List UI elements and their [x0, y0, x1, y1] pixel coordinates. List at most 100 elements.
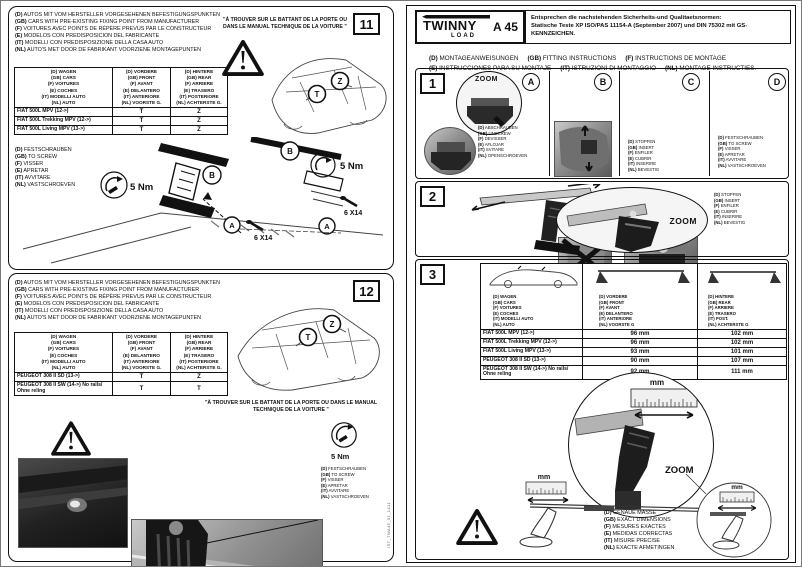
- lang-line: (E) DELANTERO: [123, 352, 160, 358]
- table-header-cars: (D) WAGEN(GB) CARS(F) VOITURES(E) COCHES…: [14, 66, 113, 109]
- lang-line: (IT) POST.: [708, 316, 729, 322]
- lang-line: (IT) ANTERIORE: [599, 316, 633, 322]
- step-3-box: 3 (D) WAGEN(GB) CARS(F) VOITURES(E) COCH…: [415, 259, 789, 560]
- doc-id: IST_TWA45_01_1411: [386, 502, 391, 548]
- table-row: FIAT 500L Living MPV (13->) T Z: [14, 125, 228, 136]
- lang-line: (IT) MODELLI AUTO: [493, 316, 534, 322]
- model-cell: PEUGEOT 308 II SW (14->) No rails/ Ohne …: [480, 364, 583, 380]
- lang-line: (D) FESTSCHRAUBEN: [718, 135, 764, 140]
- dimensions-table: (D) WAGEN(GB) CARS(F) VOITURES(E) COCHES…: [480, 263, 787, 380]
- lang-line: (GB) CARS: [51, 75, 76, 81]
- lang-line: (F) DEVISSER: [478, 136, 507, 142]
- lang-line: (NL) ACHTERSTE G.: [176, 100, 222, 106]
- lang-line: (NL) ACHTERSTE G: [708, 321, 749, 327]
- lang-line: (IT) ANTERIORE: [123, 358, 160, 364]
- door-note: "À TROUVER SUR LE BATTANT DE LA PORTE OU…: [204, 400, 378, 413]
- d-marker: D: [768, 73, 786, 91]
- fitting-instructions-line-1: (D) MONTAGEANWEISUNGEN(GB) FITTING INSTR…: [429, 47, 789, 65]
- lang-line: (D) HINTERE: [184, 334, 214, 339]
- lang-line: (IT) ANTERIORE: [123, 93, 160, 99]
- t-marker: T: [306, 333, 311, 342]
- lang-line: (NL) VOORSTE G.: [121, 365, 162, 371]
- rear-dim-cell: 102 mm: [697, 337, 787, 348]
- table-header-front: (D) VORDERE(GB) FRONT(F) AVANT(E) DELANT…: [112, 331, 171, 374]
- warning-triangle-icon: [456, 508, 498, 546]
- lang-line: (F) INSTRUCTIONS DE MONTAGE: [625, 55, 726, 62]
- b-marker: B: [594, 73, 612, 91]
- table-header-cars: (D) WAGEN(GB) CARS(F) VOITURES(E) COCHES…: [14, 331, 113, 374]
- table-header-front: (D) VORDERE(GB) FRONT(F) AVANT(E) DELANT…: [112, 66, 171, 109]
- lang-line: (IT) INSERIRE: [714, 214, 743, 220]
- lang-line: (NL) VOORSTE G.: [121, 100, 162, 106]
- table-row: PEUGEOT 308 II SD (13->) T Z: [14, 372, 228, 383]
- header-car-labels: (D) WAGEN(GB) CARS(F) VOITURES(E) COCHES…: [483, 294, 580, 328]
- screw-size-label: 6 X14: [344, 210, 362, 217]
- lang-line: (E) DELANTERO: [599, 310, 633, 316]
- lang-line: (GB) REAR: [708, 299, 731, 305]
- lang-line: (GB) FRONT: [127, 75, 156, 81]
- lang-line: (NL) EXACTE AFMETINGEN: [604, 545, 675, 551]
- t-marker: T: [315, 90, 320, 99]
- table-header-rear: (D) HINTERE(GB) REAR(F) ARRIERE(E) TRASE…: [697, 263, 787, 330]
- lang-line: (E) MODELOS CON PREDISPOSICION DEL FABRI…: [15, 301, 160, 307]
- lang-line: (IT) AVVITARE: [718, 157, 747, 163]
- a-marker: A: [324, 222, 330, 231]
- lang-line: (NL) AUTO'S MET DOOR DE FABRIKANT VOORZI…: [15, 47, 202, 53]
- lang-line: (F) ARRIERE: [708, 305, 734, 311]
- lang-line: (D) ABSCHRAUBEN: [478, 125, 518, 130]
- lang-line: (NL) AUTO: [493, 321, 515, 327]
- lang-line: (NL) AUTO'S MET DOOR DE FABRIKANT VOORZI…: [15, 315, 202, 321]
- norms-box: Entsprechen die nachstehenden Sicherheit…: [525, 10, 791, 44]
- header-front-labels: (D) VORDERE(GB) FRONT(F) AVANT(E) DELANT…: [585, 294, 695, 328]
- lang-line: (GB) INSERT: [628, 144, 655, 150]
- model-cell: FIAT 500L Living MPV (13->): [480, 346, 583, 357]
- rear-dim-cell: 102 mm: [697, 328, 787, 339]
- lang-line: (F) VISSER: [15, 161, 44, 167]
- mm-label: mm: [731, 484, 743, 491]
- lang-line: (GB) TO SCREW: [718, 140, 752, 146]
- screw-note: (D) FESTSCHRAUBEN(GB) TO SCREW(F) VISSER…: [321, 466, 391, 500]
- dims-note: (D) GENAUE MASSE(GB) EXACT DIMENSIONS(F)…: [604, 510, 724, 552]
- a-marker: A: [229, 221, 235, 230]
- warning-triangle-icon: [222, 38, 264, 78]
- table-header-rear: (D) HINTERE(GB) REAR(F) ARRIERE(E) TRASE…: [170, 331, 228, 374]
- table-row: FIAT 500L MPV (12->) T Z: [14, 107, 228, 118]
- header-rear-labels: (D) HINTERE(GB) REAR(F) ARRIERE(E) TRASE…: [700, 294, 784, 328]
- lang-line: (F) VISSER: [321, 477, 344, 483]
- lang-line: (D) GENAUE MASSE: [604, 510, 657, 516]
- a-marker: A: [522, 73, 540, 91]
- brand-text: TWINNY: [423, 18, 477, 33]
- model-code: A 45: [493, 20, 518, 34]
- rear-dim-cell: 107 mm: [697, 355, 787, 366]
- lang-line: (F) ARRIERE: [184, 81, 214, 87]
- lang-line: (F) VOITURES AVEC POINTS DE RÉPÈRE PREVU…: [15, 26, 212, 32]
- photo-foot-detail: [424, 127, 476, 175]
- fixing-note: (D) AUTOS MIT VOM HERSTELLER VORGESEHENE…: [15, 280, 280, 322]
- panel-number-badge: 12: [353, 280, 380, 302]
- lang-line: (GB) CARS WITH PRE-EXISTING FIXING POINT…: [15, 287, 200, 293]
- front-dim-cell: 93 mm: [582, 346, 698, 357]
- screw-note: (D) FESTSCHRAUBEN(GB) TO SCREW(F) VISSER…: [15, 147, 107, 189]
- zoom-label: ZOOM: [475, 76, 498, 83]
- lang-line: (F) VOITURES: [493, 305, 522, 311]
- zoom-circle: mm ZOOM: [568, 372, 714, 518]
- lang-line: (GB) CARS: [51, 340, 76, 346]
- lang-line: (E) CUBRIR: [628, 155, 652, 161]
- step-number-badge: 2: [420, 186, 445, 207]
- lang-line: (D) WAGEN: [50, 334, 77, 339]
- model-cell: PEUGEOT 308 II SW (14->) No rails/ Ohne …: [14, 381, 113, 397]
- mm-label: mm: [538, 474, 550, 481]
- c-marker: C: [682, 73, 700, 91]
- insert-note: (D) STOPFEN(GB) INSERT(F) ENFILER(E) CUB…: [628, 139, 706, 173]
- lang-line: (NL) BEVESTIG: [628, 166, 660, 172]
- model-cell: FIAT 500L MPV (12->): [480, 328, 583, 339]
- lang-line: (IT) SVITARE: [478, 147, 504, 153]
- lang-line: (IT) MODELLI AUTO: [41, 93, 86, 99]
- zoom-label: ZOOM: [665, 465, 694, 476]
- lang-line: (E) MODELOS CON PREDISPOSICION DEL FABRI…: [15, 33, 160, 39]
- lang-line: (E) COCHES: [493, 310, 519, 316]
- lang-line: (D) STOPFEN: [714, 192, 742, 197]
- photo-fixing-point: [18, 458, 128, 548]
- zoom-circle: ZOOM: [556, 187, 708, 253]
